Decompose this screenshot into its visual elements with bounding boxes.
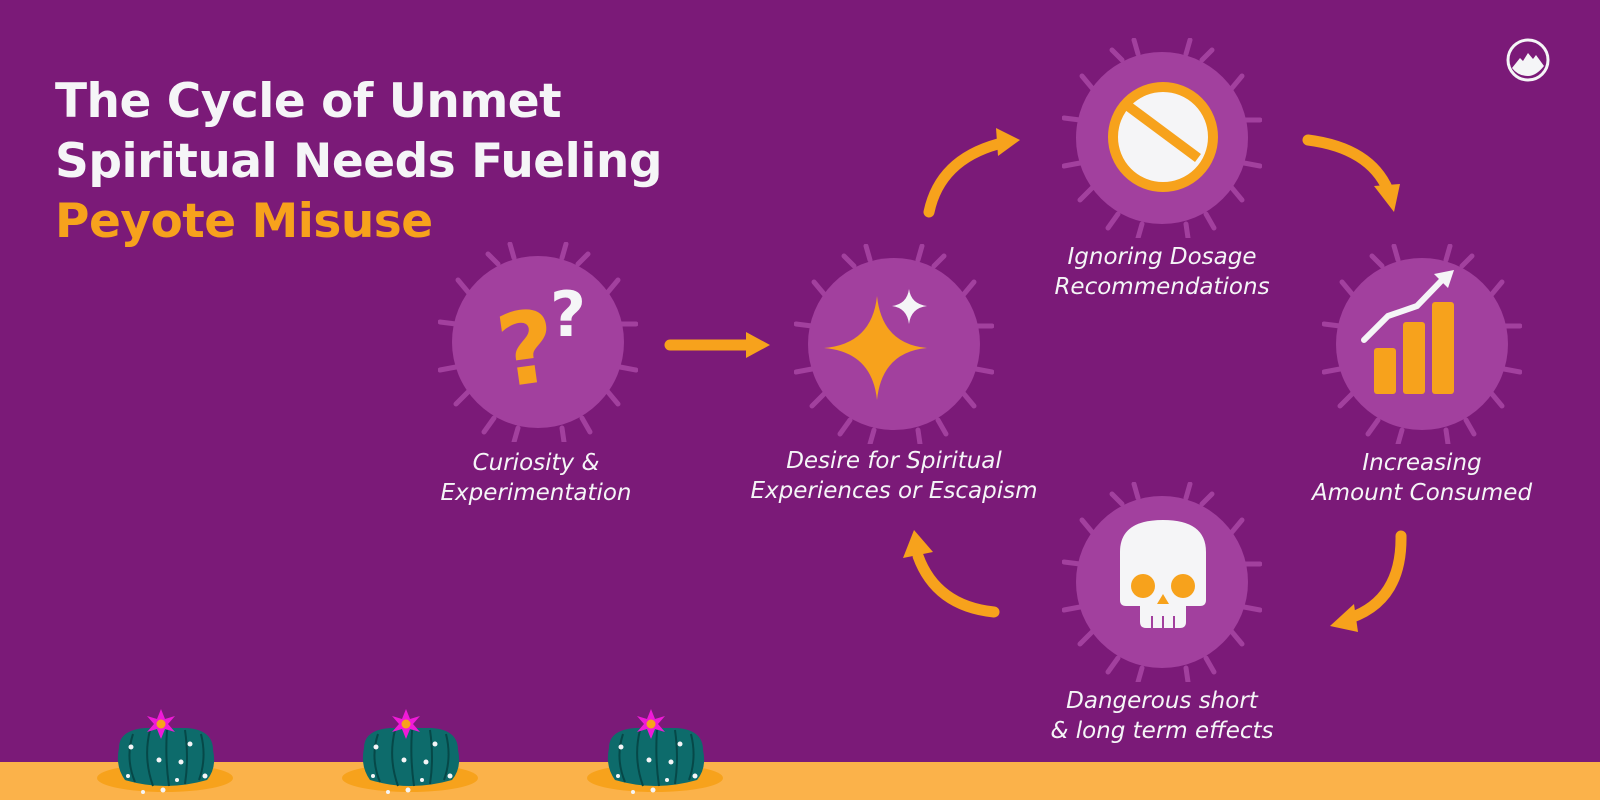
ground-strip (0, 762, 1600, 800)
node-dangerous (1062, 482, 1262, 682)
peyote-cactus-icon (97, 709, 233, 794)
arrow-increasing-to-dangerous (1330, 530, 1407, 632)
sparkle-icon (794, 244, 994, 444)
title-line-3-accent: Peyote Misuse (55, 194, 433, 249)
node-increasing-label: Increasing Amount Consumed (1311, 450, 1533, 506)
peyote-cactus-icon (342, 709, 478, 794)
title-line-1: The Cycle of Unmet (55, 74, 562, 129)
arrow-curiosity-to-desire (664, 332, 770, 358)
node-curiosity-label: Curiosity & Experimentation (440, 450, 632, 506)
skull-icon (1062, 482, 1262, 682)
title-line-2: Spiritual Needs Fueling (55, 134, 663, 189)
node-ignoring-label: Ignoring Dosage Recommendations (1054, 244, 1270, 300)
no-dose-pill-icon (1062, 38, 1262, 238)
node-desire-label: Desire for Spiritual Experiences or Esca… (750, 448, 1038, 504)
bar-chart-up-icon (1322, 244, 1522, 444)
svg-text:?: ? (550, 278, 586, 351)
arrow-dangerous-to-desire (903, 530, 1000, 618)
arrow-ignoring-to-increasing (1302, 134, 1400, 212)
node-desire (794, 244, 994, 444)
node-dangerous-label: Dangerous short & long term effects (1050, 688, 1274, 744)
question-marks-icon: ? ? (438, 242, 638, 442)
page-title: The Cycle of Unmet Spiritual Needs Fueli… (55, 72, 663, 252)
node-increasing (1322, 244, 1522, 444)
node-ignoring (1062, 38, 1262, 238)
peyote-cactus-icon (587, 709, 723, 794)
node-curiosity: ? ? (438, 242, 638, 442)
arrow-desire-to-ignoring (923, 128, 1020, 218)
mountain-circle-logo-icon (1506, 38, 1550, 82)
